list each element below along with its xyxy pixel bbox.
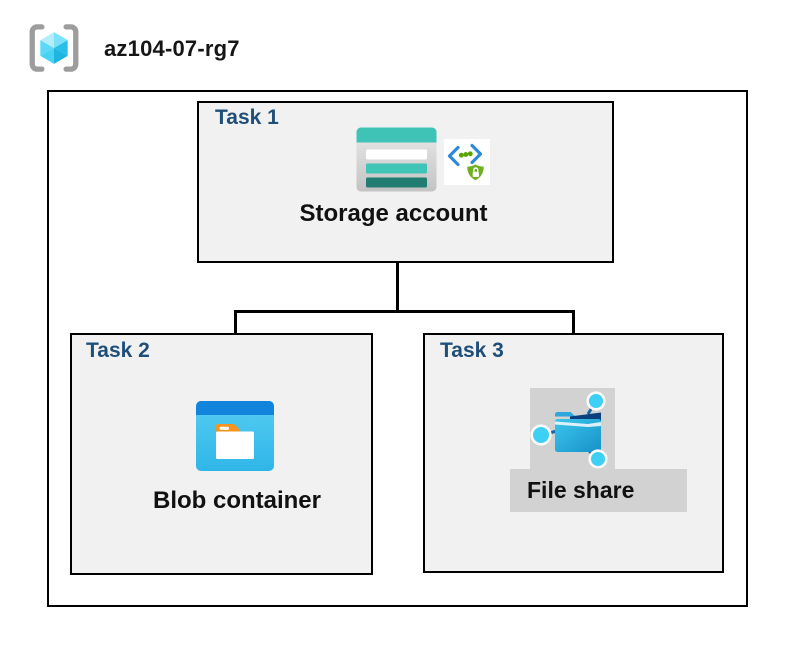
resource-group-name: az104-07-rg7 [104, 36, 240, 61]
blob-container-icon [196, 401, 274, 471]
connector-branch-horizontal [234, 310, 575, 313]
file-share-icon-highlight [530, 388, 615, 470]
blob-container-label: Blob container [152, 487, 321, 514]
resource-group-icon [26, 20, 82, 76]
sas-security-icon [444, 139, 490, 185]
storage-account-icon [356, 127, 437, 192]
file-share-label: File share [510, 469, 687, 512]
task2-label: Task 2 [86, 339, 150, 362]
task3-label: Task 3 [440, 339, 504, 362]
file-share-icon [530, 391, 608, 469]
storage-account-label: Storage account [299, 200, 488, 227]
connector-storage-trunk [396, 234, 399, 312]
task1-label: Task 1 [215, 106, 279, 129]
